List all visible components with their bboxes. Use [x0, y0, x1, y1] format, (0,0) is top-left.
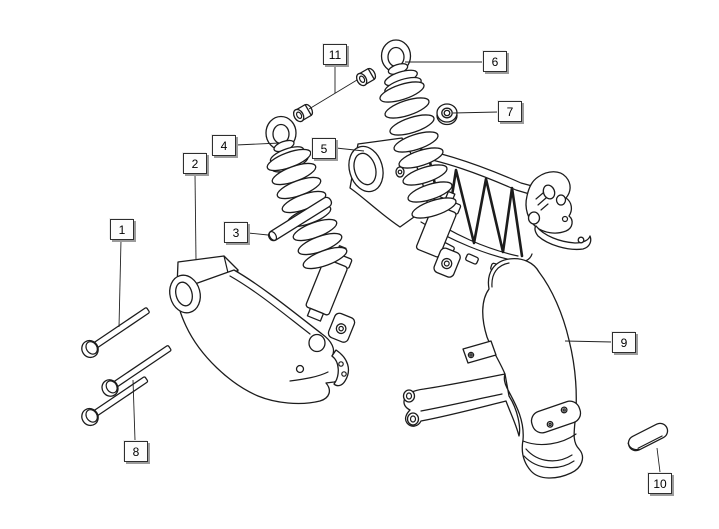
shock-absorber-right-drawing [379, 39, 462, 278]
callout-4[interactable]: 4 [212, 135, 236, 156]
leader-line-5 [335, 147, 365, 152]
bolt-drawing-2 [101, 345, 172, 397]
rubber-pad-drawing [627, 422, 669, 452]
callout-10[interactable]: 10 [648, 473, 672, 494]
bolt-drawing-3 [81, 376, 149, 427]
bolt-drawing-1 [81, 307, 150, 359]
callout-11[interactable]: 11 [323, 44, 347, 65]
callout-3[interactable]: 3 [224, 222, 248, 243]
flanged-nut-drawing [436, 103, 458, 126]
leader-line-9 [564, 340, 613, 343]
support-bracket-drawing [169, 255, 350, 405]
spacer-bushing-drawing-1 [292, 103, 314, 123]
pin-drawing [267, 196, 333, 242]
leader-lines [118, 61, 661, 473]
callout-2[interactable]: 2 [183, 153, 207, 174]
leader-line-11 [308, 65, 358, 110]
callout-8[interactable]: 8 [124, 441, 148, 462]
leader-line-8 [132, 379, 136, 441]
swing-arm-drawing [348, 137, 592, 274]
leader-line-3 [247, 232, 269, 236]
leader-line-1 [118, 239, 122, 328]
mudguard-drawing [402, 257, 584, 479]
leader-line-10 [656, 447, 661, 473]
leader-line-4 [235, 142, 281, 146]
callout-1[interactable]: 1 [110, 219, 134, 240]
leader-line-7 [452, 111, 499, 114]
spacer-bushing-drawing-2 [355, 67, 377, 87]
leader-line-2 [194, 173, 197, 261]
callout-5[interactable]: 5 [312, 138, 336, 159]
callout-7[interactable]: 7 [498, 101, 522, 122]
callout-6[interactable]: 6 [483, 51, 507, 72]
callout-9[interactable]: 9 [612, 332, 636, 353]
coil-spring-right [379, 81, 457, 219]
